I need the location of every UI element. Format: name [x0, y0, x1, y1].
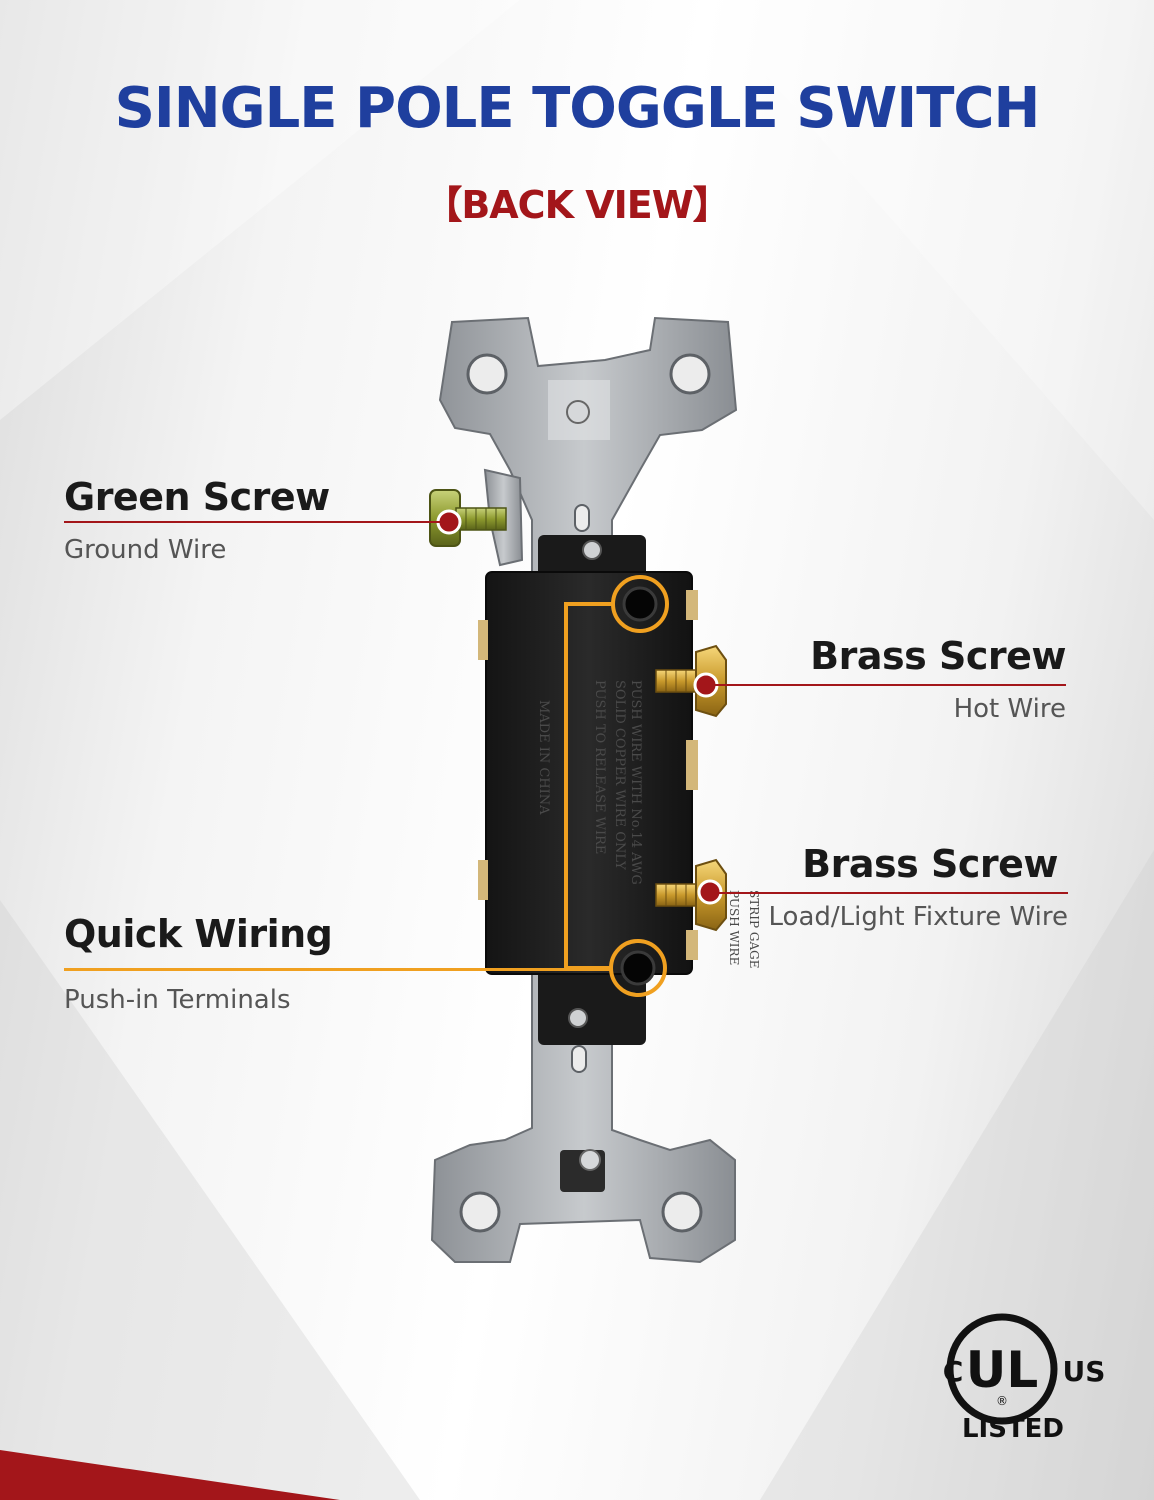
callout-brass-screw-load-line [716, 892, 1068, 894]
ul-logo-us: US [1063, 1355, 1106, 1388]
ul-logo-registered: ® [996, 1394, 1008, 1408]
quick-wiring-ring-bottom [609, 939, 667, 997]
callout-quick-wiring-title: Quick Wiring [64, 912, 333, 956]
callout-green-screw-title: Green Screw [64, 475, 330, 519]
strap-screw-top [566, 400, 590, 424]
page-title: SINGLE POLE TOGGLE SWITCH [114, 76, 1041, 141]
strap-hole-top-left [466, 353, 508, 395]
body-text-line1: PUSH WIRE WITH No.14 AWG [628, 680, 643, 885]
strap-hole-bottom-right [661, 1191, 703, 1233]
strap-hole-bottom-left [459, 1191, 501, 1233]
callout-quick-wiring-subtitle: Push-in Terminals [64, 985, 291, 1015]
callout-brass-screw-hot-line [712, 684, 1066, 686]
ul-logo-c: C [943, 1355, 964, 1388]
ul-listed-logo: C UL ® US LISTED [943, 1313, 1106, 1444]
body-text-line5: PUSH WIRE [727, 890, 741, 965]
quick-wiring-ring-top [611, 575, 669, 633]
push-in-hole-top [622, 586, 658, 622]
callout-brass-screw-load-title: Brass Screw [802, 842, 1058, 886]
page-subtitle: 【BACK VIEW】 [424, 183, 730, 227]
callout-green-screw-line [64, 521, 444, 523]
callout-brass-screw-load-subtitle: Load/Light Fixture Wire [768, 902, 1068, 932]
callout-brass-screw-hot-title: Brass Screw [810, 634, 1066, 678]
body-text-line6: STRIP GAGE [747, 890, 761, 969]
body-text-line3: PUSH TO RELEASE WIRE [592, 680, 607, 854]
callout-green-screw-subtitle: Ground Wire [64, 535, 227, 565]
push-in-hole-bottom [620, 950, 656, 986]
body-text-line4: MADE IN CHINA [536, 700, 551, 815]
callout-quick-wiring-line [64, 968, 610, 971]
strap-screw-bottom [579, 1149, 601, 1171]
callout-brass-screw-hot-subtitle: Hot Wire [953, 694, 1066, 724]
ul-logo-listed: LISTED [962, 1414, 1064, 1444]
body-text-line2: SOLID COPPER WIRE ONLY [612, 680, 627, 870]
strap-hole-top-right [669, 353, 711, 395]
ul-logo-ul: UL [966, 1341, 1038, 1399]
marker-dots [436, 509, 723, 905]
